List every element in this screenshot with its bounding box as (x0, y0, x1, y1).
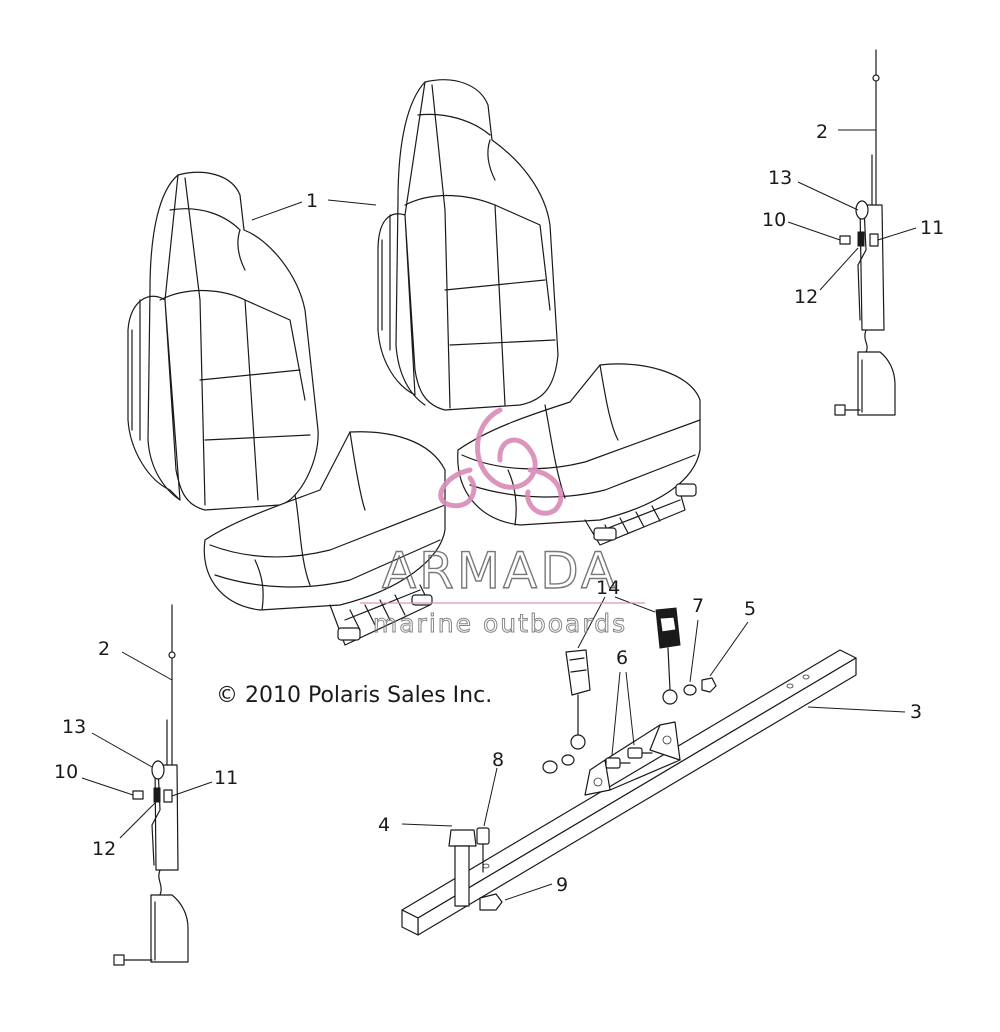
callout-right-11: 11 (920, 217, 944, 239)
left-seat-belt-assembly (113, 604, 189, 966)
callout-4: 4 (378, 814, 390, 836)
callout-5: 5 (744, 598, 756, 620)
callout-1: 1 (306, 190, 318, 212)
callout-6: 6 (616, 647, 628, 669)
callout-7: 7 (692, 595, 704, 617)
callout-9: 9 (556, 874, 568, 896)
copyright-notice: © 2010 Polaris Sales Inc. (216, 683, 492, 708)
stud-8 (476, 767, 498, 873)
bolt-4 (448, 829, 477, 907)
callout-left-2: 2 (98, 638, 110, 660)
cross-bar (401, 649, 857, 936)
callout-right-12: 12 (794, 286, 818, 308)
hardware-small (542, 677, 717, 774)
callout-left-11: 11 (214, 767, 238, 789)
propeller-logo-icon (438, 407, 564, 516)
watermark-tagline: marine outboards (373, 609, 627, 638)
callout-left-12: 12 (92, 838, 116, 860)
callout-8: 8 (492, 749, 504, 771)
left-seat (127, 171, 446, 646)
nut-9 (479, 893, 503, 911)
callout-right-13: 13 (768, 167, 792, 189)
callout-right-2: 2 (816, 121, 828, 143)
right-seat-belt-assembly (834, 49, 896, 416)
callout-right-10: 10 (762, 209, 786, 231)
seat-belt-buckles (565, 607, 681, 750)
bolts-6 (605, 747, 653, 769)
callout-left-10: 10 (54, 761, 78, 783)
callout-14: 14 (596, 577, 620, 599)
watermark-brand: ARMADA (382, 542, 618, 600)
callout-left-13: 13 (62, 716, 86, 738)
callout-3: 3 (910, 701, 922, 723)
armada-watermark: ARMADA marine outboards (360, 407, 645, 639)
